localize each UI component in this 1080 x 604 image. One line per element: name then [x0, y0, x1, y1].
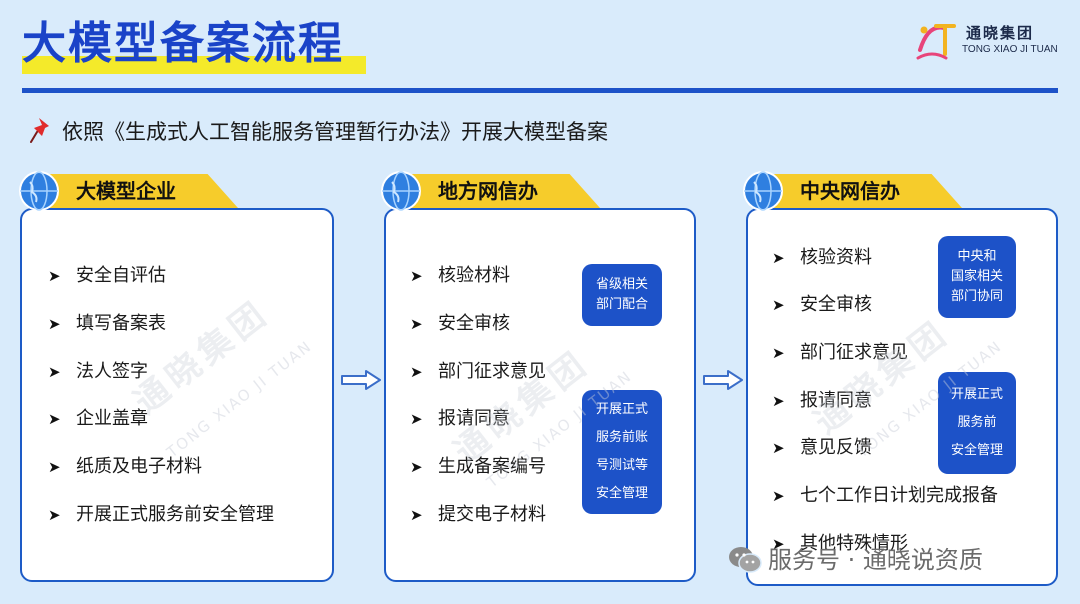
globe-icon: [381, 171, 421, 211]
arrow-bullet-icon: ➤: [772, 487, 785, 505]
title-highlight: [22, 56, 366, 74]
basis-text: 依照《生成式人工智能服务管理暂行办法》开展大模型备案: [62, 120, 608, 144]
tab-background: [410, 174, 600, 208]
badge-pre-launch-central: 开展正式 服务前 安全管理: [938, 372, 1016, 474]
list-item: ➤核验资料: [772, 247, 872, 268]
panel-heading: 中央网信办: [800, 179, 900, 203]
list-item: ➤纸质及电子材料: [48, 456, 202, 477]
arrow-bullet-icon: ➤: [772, 392, 785, 410]
pushpin-icon: [30, 118, 49, 143]
arrow-bullet-icon: ➤: [410, 315, 423, 333]
list-item: ➤生成备案编号: [410, 456, 546, 477]
globe-icon: [19, 171, 59, 211]
badge-provincial: 省级相关 部门配合: [582, 264, 662, 326]
list-item: ➤报请同意: [772, 390, 872, 411]
panel-header-enterprise: 大模型企业: [18, 170, 258, 212]
arrow-bullet-icon: ➤: [410, 458, 423, 476]
list-item: ➤安全审核: [410, 313, 510, 334]
badge-central-coordination: 中央和 国家相关 部门协同: [938, 236, 1016, 318]
arrow-bullet-icon: ➤: [48, 458, 61, 476]
arrow-bullet-icon: ➤: [410, 267, 423, 285]
list-item: ➤报请同意: [410, 408, 510, 429]
list-item: ➤核验材料: [410, 265, 510, 286]
list-item: ➤填写备案表: [48, 313, 166, 334]
list-item: ➤其他特殊情形: [772, 533, 908, 554]
flow-arrow-icon: [703, 370, 743, 390]
arrow-bullet-icon: ➤: [772, 439, 785, 457]
page-title: 大模型备案流程: [22, 18, 344, 69]
list-item: ➤七个工作日计划完成报备: [772, 485, 998, 506]
list-item: ➤开展正式服务前安全管理: [48, 504, 274, 525]
list-item: ➤部门征求意见: [772, 342, 908, 363]
arrow-bullet-icon: ➤: [772, 249, 785, 267]
title-block: 大模型备案流程: [22, 14, 366, 74]
logo-name: 通晓集团: [966, 24, 1035, 42]
footer-text: 服务号 · 通晓说资质: [768, 546, 983, 574]
arrow-bullet-icon: ➤: [410, 506, 423, 524]
list-item: ➤安全自评估: [48, 265, 166, 286]
arrow-bullet-icon: ➤: [772, 296, 785, 314]
flow-arrow-icon: [341, 370, 381, 390]
arrow-bullet-icon: ➤: [410, 410, 423, 428]
arrow-bullet-icon: ➤: [48, 506, 61, 524]
arrow-bullet-icon: ➤: [48, 267, 61, 285]
arrow-bullet-icon: ➤: [772, 344, 785, 362]
logo-mark-icon: [916, 24, 956, 60]
list-item: ➤法人签字: [48, 361, 148, 382]
company-logo: 通晓集团 TONG XIAO JI TUAN: [914, 20, 1064, 64]
arrow-bullet-icon: ➤: [48, 410, 61, 428]
list-item: ➤安全审核: [772, 294, 872, 315]
panel-header-central-cac: 中央网信办: [742, 170, 982, 212]
panel-heading: 大模型企业: [76, 179, 176, 203]
tab-background: [772, 174, 962, 208]
arrow-bullet-icon: ➤: [48, 363, 61, 381]
arrow-bullet-icon: ➤: [48, 315, 61, 333]
badge-pre-launch-local: 开展正式 服务前账 号测试等 安全管理: [582, 390, 662, 514]
panel-heading: 地方网信办: [438, 179, 538, 203]
list-item: ➤意见反馈: [772, 437, 872, 458]
panel-enterprise: [20, 208, 334, 582]
panel-header-local-cac: 地方网信办: [380, 170, 620, 212]
arrow-bullet-icon: ➤: [772, 535, 785, 553]
wechat-icon: [729, 547, 762, 573]
list-item: ➤提交电子材料: [410, 504, 546, 525]
list-item: ➤部门征求意见: [410, 361, 546, 382]
logo-english-name: TONG XIAO JI TUAN: [962, 44, 1058, 55]
tab-background: [48, 174, 238, 208]
arrow-bullet-icon: ➤: [410, 363, 423, 381]
list-item: ➤企业盖章: [48, 408, 148, 429]
header-divider: [22, 88, 1058, 93]
globe-icon: [743, 171, 783, 211]
